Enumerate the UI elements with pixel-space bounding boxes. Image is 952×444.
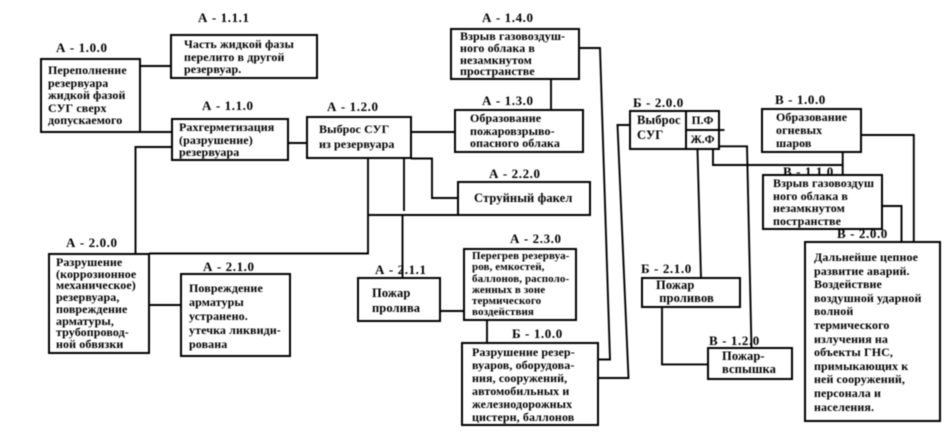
edge-a140-b100 xyxy=(579,47,611,361)
edge-a120-a220 xyxy=(411,157,458,199)
node-box-b100: Разрушение резер- вуаров, оборудова- ния… xyxy=(461,342,599,426)
node-box-a130: Образование пожаровзрыво- опасного облак… xyxy=(454,109,584,153)
node-label-a120: А - 1.2.0 xyxy=(327,99,379,114)
node-label-a220: А - 2.2.0 xyxy=(489,166,541,181)
node-label-a210: А - 2.1.0 xyxy=(203,259,255,274)
edge-v110-v200 xyxy=(882,205,903,242)
edge-b200-v120 xyxy=(719,145,753,349)
node-text-b210: Пожар проливов xyxy=(656,278,714,305)
phase-cell-gas: П.Ф xyxy=(687,112,718,131)
node-text-v100: Образование огневых шаров xyxy=(776,110,848,150)
edge-b200-b100 xyxy=(598,124,630,379)
edge-b210-v120 xyxy=(661,307,708,366)
phase-column: П.Ф Ж.Ф xyxy=(685,112,718,148)
node-text-v200: Дальнейше цепное развитие аварий. Воздей… xyxy=(814,250,922,414)
node-text-a111: Часть жидкой фазы перелито в другой резе… xyxy=(184,37,294,77)
node-label-a110: А - 1.1.0 xyxy=(202,98,254,113)
node-box-a111: Часть жидкой фазы перелито в другой резе… xyxy=(170,34,318,79)
node-label-a130: А - 1.3.0 xyxy=(482,93,534,108)
node-text-a200: Разрушение (коррозионное механическое) р… xyxy=(56,255,137,351)
node-label-a230: А - 2.3.0 xyxy=(510,231,562,246)
node-text-a130: Образование пожаровзрыво- опасного облак… xyxy=(470,111,560,151)
node-box-a230: Перегрев резервуа- ров, емкостей, баллон… xyxy=(463,248,577,321)
phase-cell-liquid: Ж.Ф xyxy=(690,133,715,146)
edge-b200-b210 xyxy=(696,149,702,279)
node-box-v120: Пожар- вспышка xyxy=(707,347,793,380)
edge-b200-v110 xyxy=(712,150,843,166)
edge-a110-a200 xyxy=(134,146,172,254)
node-box-a211: Пожар пролива xyxy=(357,277,441,322)
node-label-a200: А - 2.0.0 xyxy=(66,235,118,250)
node-label-v200: В - 2.0.0 xyxy=(837,226,888,241)
node-label-a100: А - 1.0.0 xyxy=(56,40,108,55)
node-label-b200: Б - 2.0.0 xyxy=(633,95,684,110)
node-box-b200: Выброс СУГ П.Ф Ж.Ф xyxy=(629,110,720,150)
node-text-a211: Пожар пролива xyxy=(372,286,421,315)
edge-v100-v200 xyxy=(861,134,915,242)
node-label-a111: А - 1.1.1 xyxy=(198,10,250,25)
node-text-a140: Взрыв газовоздуш- ного облака в незамкну… xyxy=(460,29,566,79)
node-box-a220: Струйный факел xyxy=(457,181,591,216)
node-text-a110: Рахгерметизация (разрушение) резервуара xyxy=(179,120,275,160)
node-box-a120: Выброс СУГ из резервуара xyxy=(306,116,412,159)
node-label-a140: А - 1.4.0 xyxy=(482,10,534,25)
node-box-v100: Образование огневых шаров xyxy=(761,108,862,153)
node-text-a210: Повреждение арматуры устранено. утечка л… xyxy=(189,281,281,351)
node-label-v120: В - 1.2.0 xyxy=(709,333,760,348)
node-text-a100: Переполнение резервуара жидкой фазой СУГ… xyxy=(48,63,127,128)
node-box-a110: Рахгерметизация (разрушение) резервуара xyxy=(171,118,289,161)
node-label-a211: А - 2.1.1 xyxy=(375,262,427,277)
node-text-a230: Перегрев резервуа- ров, емкостей, баллон… xyxy=(472,250,570,319)
node-box-v110: Взрыв газовоздуш ного облака в незамкнут… xyxy=(762,174,883,230)
node-box-a200: Разрушение (коррозионное механическое) р… xyxy=(48,253,150,354)
edge-a200-a120 xyxy=(149,158,369,255)
node-label-b210: Б - 2.1.0 xyxy=(641,261,692,276)
node-text-b200: Выброс СУГ xyxy=(637,113,681,142)
node-label-b100: Б - 1.0.0 xyxy=(512,326,563,341)
node-box-b210: Пожар проливов xyxy=(641,277,741,308)
node-box-a100: Переполнение резервуара жидкой фазой СУГ… xyxy=(40,58,141,133)
node-text-v120: Пожар- вспышка xyxy=(722,349,776,377)
node-label-v100: В - 1.0.0 xyxy=(775,92,826,107)
node-text-v110: Взрыв газовоздуш ного облака в незамкнут… xyxy=(773,176,875,229)
node-box-v200: Дальнейше цепное развитие аварий. Воздей… xyxy=(804,241,941,422)
node-box-a140: Взрыв газовоздуш- ного облака в незамкну… xyxy=(450,28,580,80)
node-box-a210: Повреждение арматуры устранено. утечка л… xyxy=(180,273,291,357)
node-text-a120: Выброс СУГ из резервуара xyxy=(319,122,395,151)
node-text-b100: Разрушение резер- вуаров, оборудова- ния… xyxy=(472,345,575,424)
node-text-a220: Струйный факел xyxy=(474,191,573,205)
